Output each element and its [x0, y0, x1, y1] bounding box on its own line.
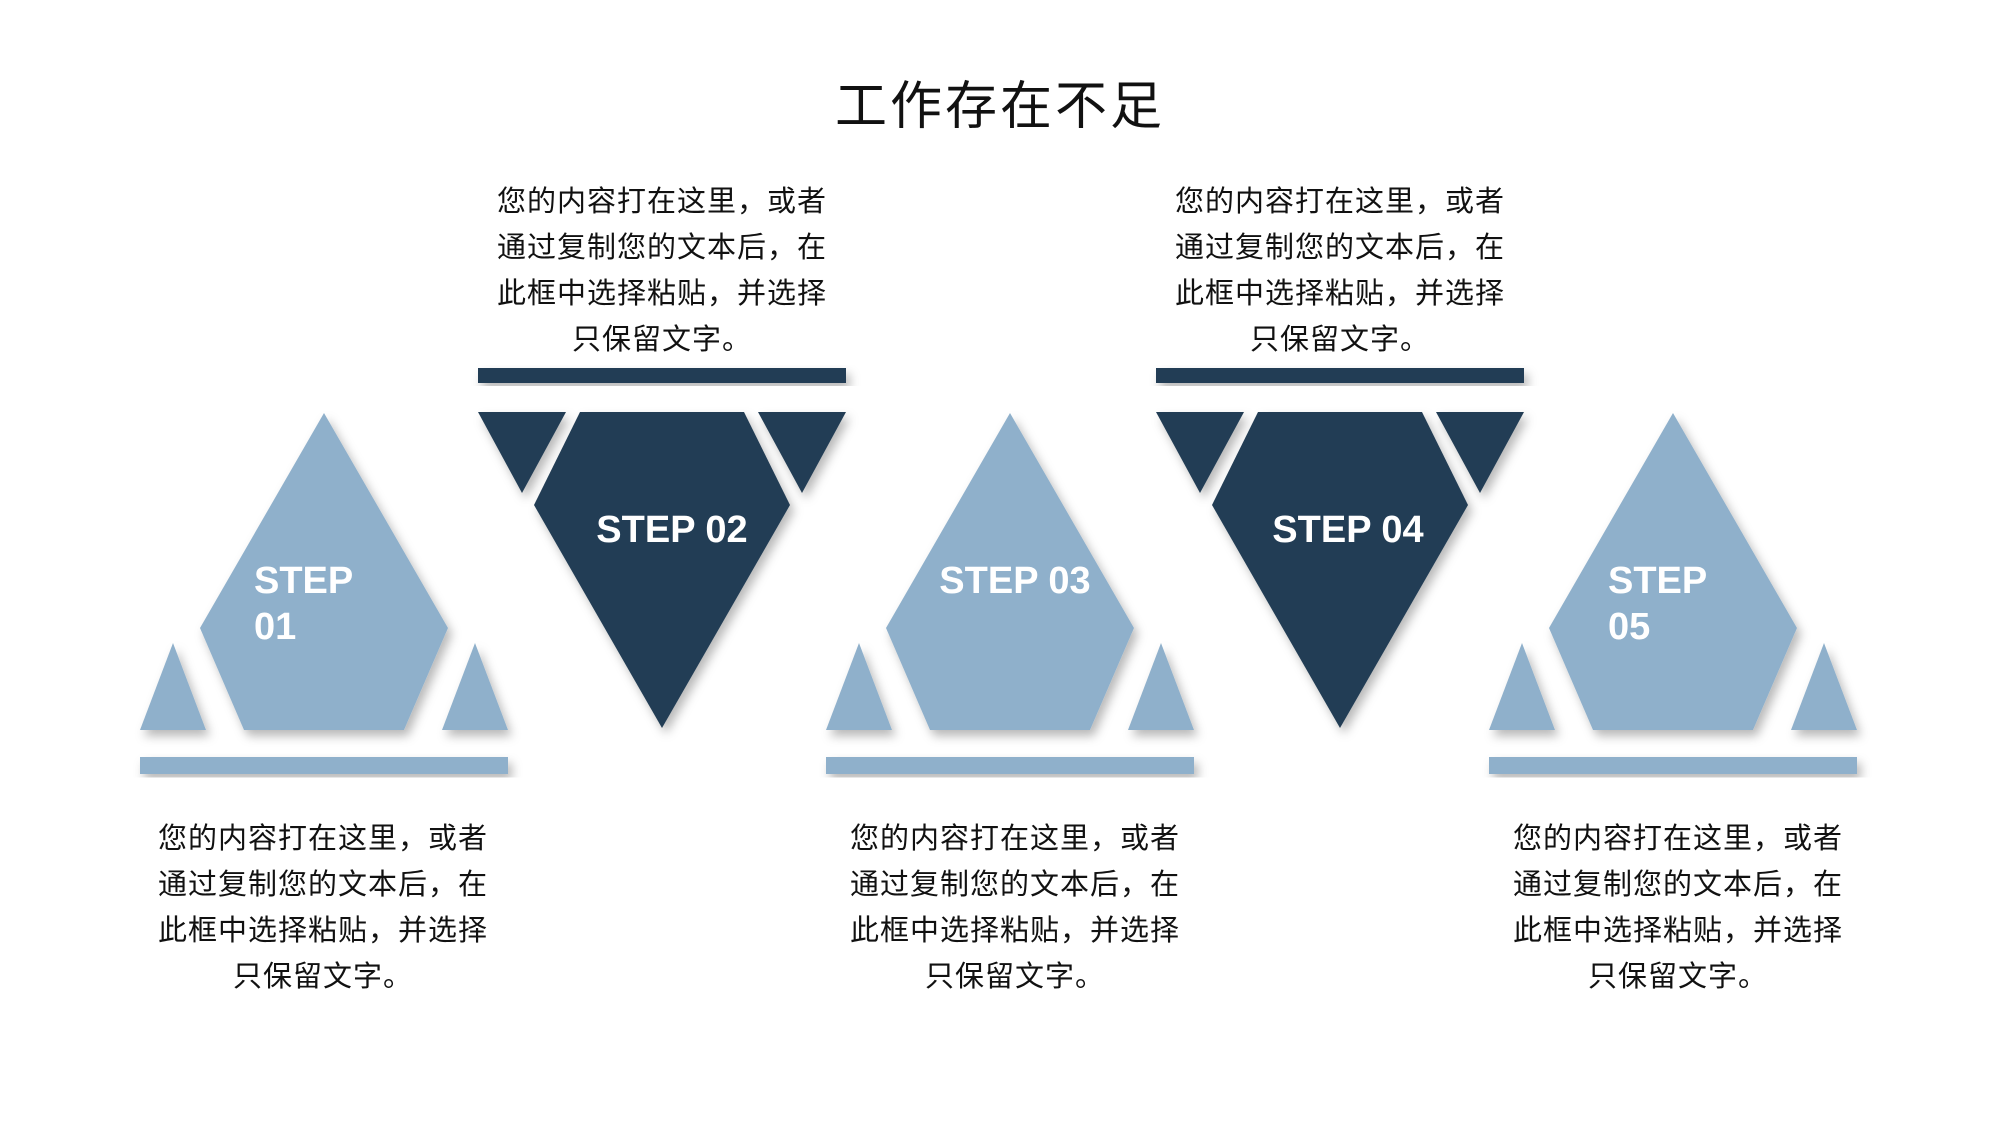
- desc-line: 此框中选择粘贴，并选择: [1174, 276, 1505, 310]
- desc-line: 通过复制您的文本后，在: [1174, 230, 1505, 264]
- desc-line: 通过复制您的文本后，在: [157, 867, 488, 901]
- desc-line: 此框中选择粘贴，并选择: [496, 276, 827, 310]
- step-05-left-corner: [1489, 643, 1555, 730]
- step-03-right-corner: [1128, 643, 1194, 730]
- desc-line: 您的内容打在这里，或者: [1174, 184, 1505, 218]
- step-label-line: STEP: [254, 560, 353, 602]
- desc-line: 此框中选择粘贴，并选择: [157, 913, 488, 947]
- desc-line: 您的内容打在这里，或者: [1512, 821, 1843, 855]
- desc-line: 只保留文字。: [571, 322, 752, 356]
- step-04-label: STEP 04: [1272, 509, 1423, 551]
- step-04-right-corner: [1436, 412, 1524, 493]
- desc-line: 只保留文字。: [924, 959, 1105, 993]
- step-03-description: 您的内容打在这里，或者 通过复制您的文本后，在 此框中选择粘贴，并选择 只保留文…: [825, 815, 1205, 999]
- step-02-label: STEP 02: [596, 509, 747, 551]
- desc-line: 此框中选择粘贴，并选择: [1512, 913, 1843, 947]
- step-03-left-corner: [826, 643, 892, 730]
- desc-line: 您的内容打在这里，或者: [496, 184, 827, 218]
- step-03-pentagon: [886, 413, 1134, 730]
- desc-line: 您的内容打在这里，或者: [849, 821, 1180, 855]
- step-03-label: STEP 03: [939, 560, 1090, 602]
- step-01-pentagon: [200, 413, 448, 730]
- step-label-line: STEP 03: [939, 560, 1090, 602]
- step-01-left-corner: [140, 643, 206, 730]
- step-label-line: STEP 04: [1272, 509, 1423, 551]
- step-02-pentagon: [534, 412, 790, 728]
- step-04-pentagon: [1212, 412, 1468, 728]
- step-02-bar: [478, 368, 846, 383]
- step-label-line: STEP 02: [596, 509, 747, 551]
- desc-line: 您的内容打在这里，或者: [157, 821, 488, 855]
- step-03-bar: [826, 757, 1194, 774]
- step-02-left-corner: [478, 412, 566, 493]
- step-label-line: STEP: [1608, 560, 1707, 602]
- step-01-bar: [140, 757, 508, 774]
- step-02-description: 您的内容打在这里，或者 通过复制您的文本后，在 此框中选择粘贴，并选择 只保留文…: [472, 178, 852, 362]
- step-02-right-corner: [758, 412, 846, 493]
- desc-line: 此框中选择粘贴，并选择: [849, 913, 1180, 947]
- step-05-bar: [1489, 757, 1857, 774]
- desc-line: 只保留文字。: [232, 959, 413, 993]
- desc-line: 通过复制您的文本后，在: [849, 867, 1180, 901]
- desc-line: 只保留文字。: [1587, 959, 1768, 993]
- desc-line: 通过复制您的文本后，在: [496, 230, 827, 264]
- step-01-right-corner: [442, 643, 508, 730]
- step-05-pentagon: [1549, 413, 1797, 730]
- step-04-bar: [1156, 368, 1524, 383]
- step-label-line: 05: [1608, 606, 1650, 648]
- slide-title: 工作存在不足: [834, 77, 1165, 137]
- step-04-left-corner: [1156, 412, 1244, 493]
- step-label-line: 01: [254, 606, 296, 648]
- desc-line: 只保留文字。: [1249, 322, 1430, 356]
- step-05-right-corner: [1791, 643, 1857, 730]
- step-05-description: 您的内容打在这里，或者 通过复制您的文本后，在 此框中选择粘贴，并选择 只保留文…: [1488, 815, 1868, 999]
- step-01-description: 您的内容打在这里，或者 通过复制您的文本后，在 此框中选择粘贴，并选择 只保留文…: [133, 815, 513, 999]
- desc-line: 通过复制您的文本后，在: [1512, 867, 1843, 901]
- step-04-description: 您的内容打在这里，或者 通过复制您的文本后，在 此框中选择粘贴，并选择 只保留文…: [1150, 178, 1530, 362]
